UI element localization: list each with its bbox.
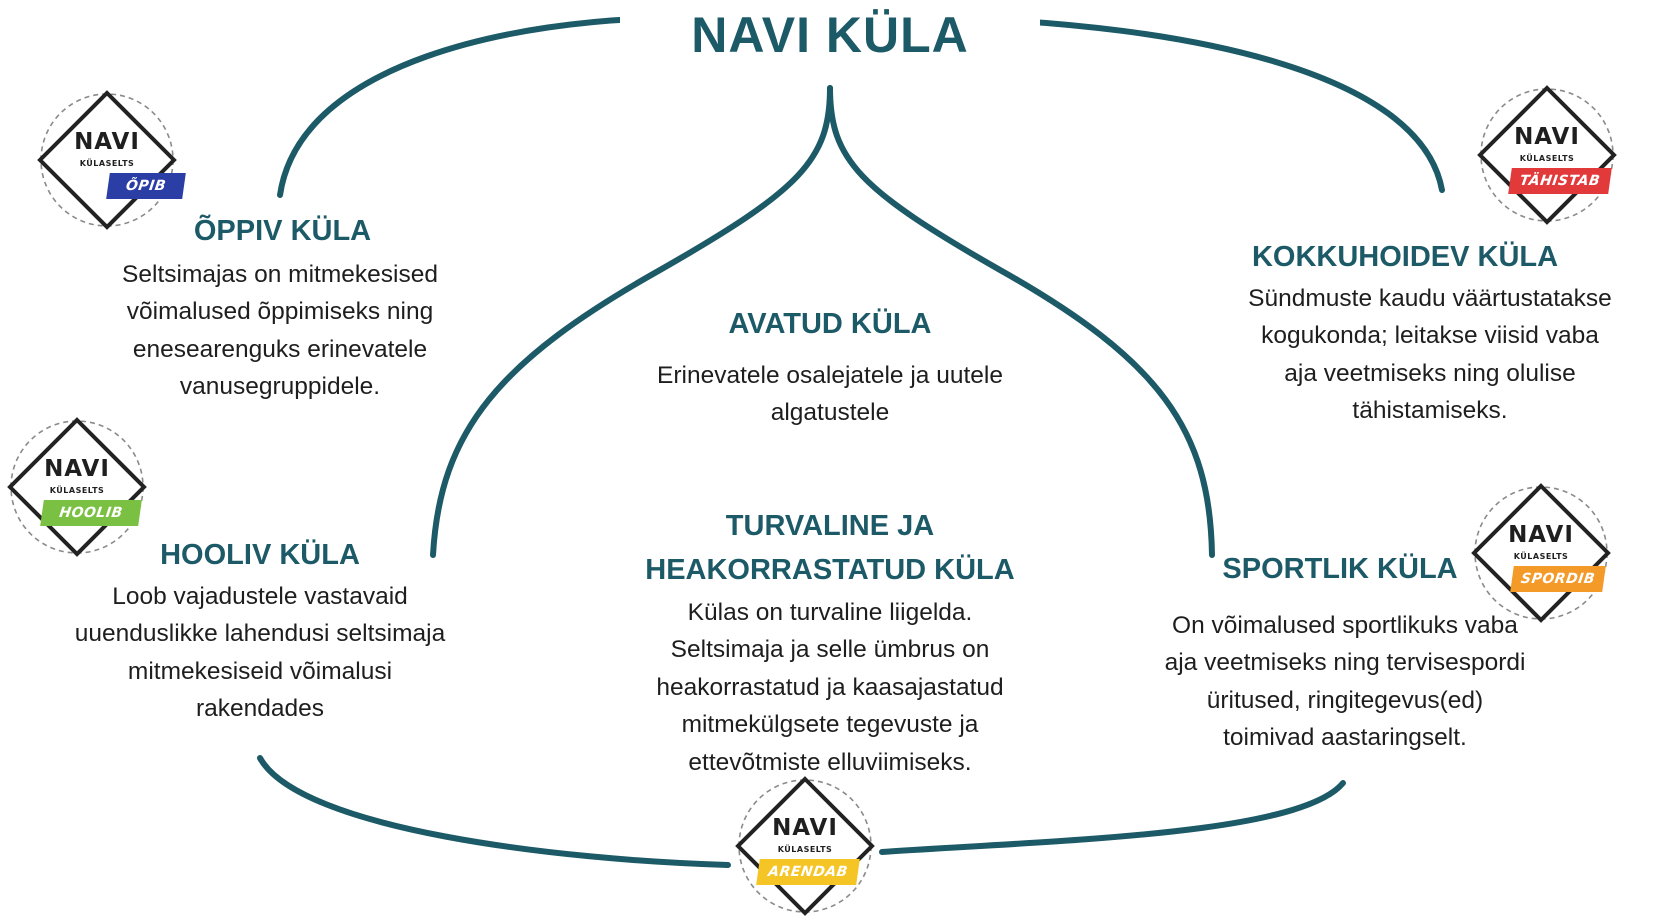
- avatud-heading: AVATUD KÜLA: [728, 308, 932, 340]
- bottom-arc-left: [257, 755, 731, 868]
- badge-navi-label: NAVI: [1514, 124, 1580, 150]
- badge-navi-label: NAVI: [44, 456, 110, 482]
- badge-navi-label: NAVI: [772, 815, 838, 841]
- badge-sub-label: KÜLASELTS: [49, 486, 105, 495]
- badge-sub-label: KÜLASELTS: [1519, 154, 1575, 163]
- avatud-text: Erinevatele osalejatele ja uutele algatu…: [657, 362, 1003, 427]
- oppiv-text: Seltsimajas on mitmekesised võimalused õ…: [122, 261, 438, 401]
- badge-sub-label: KÜLASELTS: [79, 159, 135, 168]
- badge-tag: ÕPIB: [106, 173, 186, 199]
- turvaline-text: Külas on turvaline liigelda. Seltsimaja …: [656, 599, 1004, 776]
- hooliv-heading: HOOLIV KÜLA: [160, 539, 360, 571]
- badge-spordib: NAVI KÜLASELTS SPORDIB: [1466, 478, 1616, 628]
- top-arc-left: [277, 15, 671, 198]
- dome-left: [430, 85, 833, 558]
- turvaline-heading: TURVALINE JA HEAKORRASTATUD KÜLA: [645, 510, 1015, 586]
- dome-right: [827, 85, 1215, 558]
- badge-opib: NAVI KÜLASELTS ÕPIB: [32, 85, 186, 235]
- badge-tag: HOOLIB: [40, 500, 142, 526]
- badge-sub-label: KÜLASELTS: [777, 845, 833, 854]
- bottom-arc-right: [879, 780, 1346, 855]
- badge-tag: ARENDAB: [756, 859, 860, 885]
- badge-tag: SPORDIB: [1510, 566, 1606, 592]
- sportlik-heading: SPORTLIK KÜLA: [1222, 553, 1458, 585]
- page-title: NAVI KÜLA: [620, 6, 1040, 64]
- badge-tahistab: NAVI KÜLASELTS TÄHISTAB: [1472, 80, 1622, 230]
- badge-navi-label: NAVI: [74, 129, 140, 155]
- badge-arendab: NAVI KÜLASELTS ARENDAB: [730, 771, 880, 921]
- badge-sub-label: KÜLASELTS: [1513, 552, 1569, 561]
- kokkuhoidev-text: Sündmuste kaudu väärtustatakse kogukonda…: [1248, 285, 1612, 425]
- hooliv-text: Loob vajadustele vastavaid uuenduslikke …: [74, 583, 446, 723]
- kokkuhoidev-heading: KOKKUHOIDEV KÜLA: [1251, 241, 1559, 273]
- oppiv-heading: ÕPPIV KÜLA: [193, 215, 372, 247]
- badge-hoolib: NAVI KÜLASELTS HOOLIB: [2, 412, 152, 562]
- top-arc-right: [952, 15, 1445, 193]
- badge-tag: TÄHISTAB: [1508, 168, 1612, 194]
- sportlik-text: On võimalused sportlikuks vaba aja veetm…: [1164, 612, 1526, 752]
- badge-navi-label: NAVI: [1508, 522, 1574, 548]
